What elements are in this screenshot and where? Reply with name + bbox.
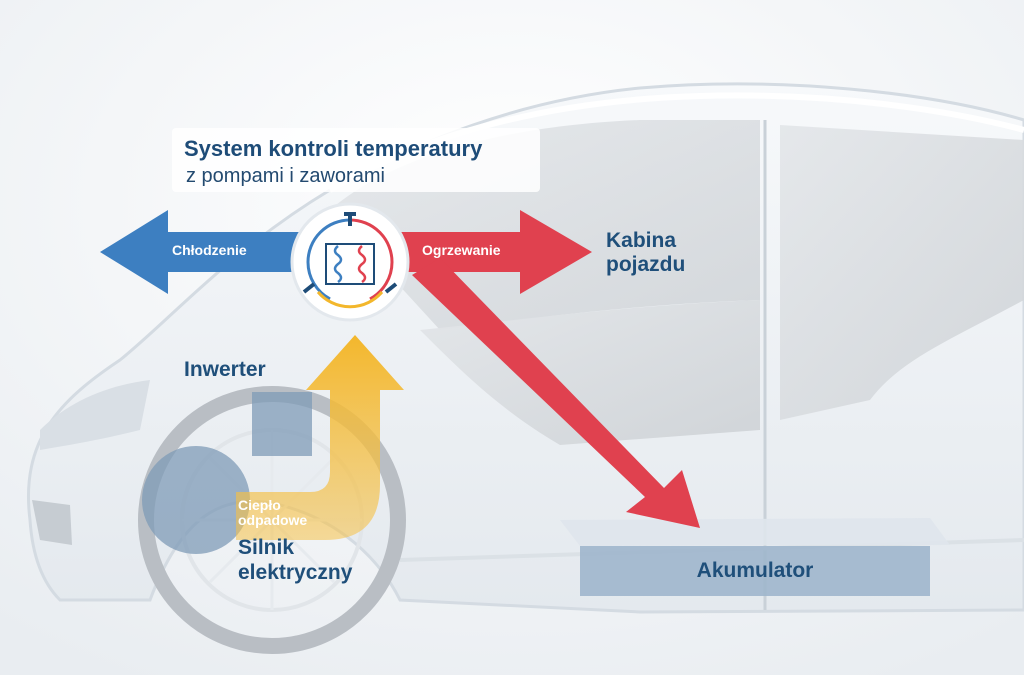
electric-motor [142,446,250,554]
heat-coil-icon [357,245,367,284]
cabin-label: Kabina pojazdu [606,229,686,276]
inverter-label: Inwerter [184,358,266,381]
hub-heat-arc [349,218,394,301]
diagram-subtitle: z pompami i zaworami [186,165,385,187]
cooling-arrow [100,210,300,294]
battery-heating-arrow [412,258,700,528]
cool-coil-icon [333,245,343,284]
headlight [40,380,150,450]
hub-cool-arc [306,218,351,301]
heating-label: Ogrzewanie [422,242,501,258]
diagram-title: System kontroli temperatury [184,136,483,161]
front-grille [32,500,72,545]
rear-window [780,125,1024,420]
valve-icons [302,212,398,294]
battery-label: Akumulator [696,559,814,582]
motor-label: Silnik elektryczny [238,536,353,584]
waste-heat-label: Ciepło odpadowe [238,497,308,528]
inverter-box [252,392,312,456]
title-backdrop [172,128,540,192]
waste-heat-arrow [236,335,404,540]
cooling-label: Chłodzenie [172,242,247,258]
heat-exchanger-icon [325,243,375,285]
heating-arrow [400,210,592,294]
battery-box [580,546,930,596]
battery-top [560,518,950,546]
hub-waste-arc [316,291,384,309]
